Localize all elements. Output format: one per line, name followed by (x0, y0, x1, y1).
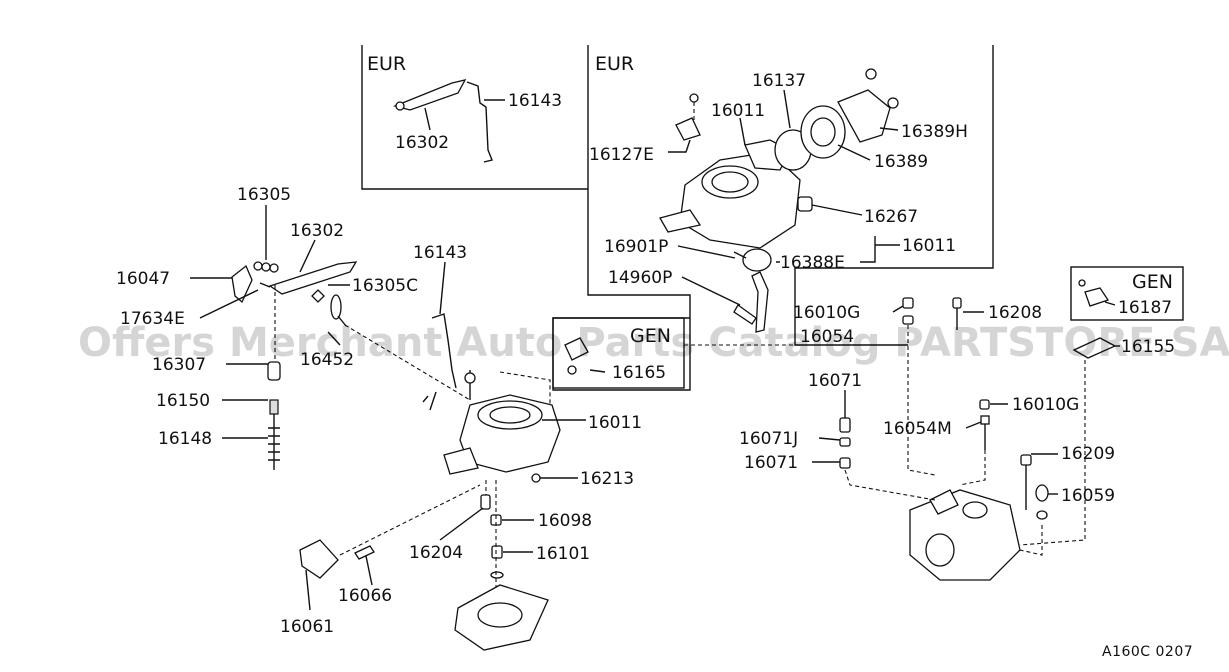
part-label: 16267 (864, 207, 918, 227)
part-label: 16143 (413, 243, 467, 263)
region-frames (361, 45, 1184, 391)
part-label: 16101 (536, 544, 590, 564)
part-label: 16127E (589, 145, 654, 165)
part-labels: 16143 16302 16137 16011 16127E 16389H 16… (116, 71, 1175, 637)
part-label: 16901P (604, 237, 668, 257)
part-label: 16047 (116, 269, 170, 289)
part-label: 16054M (883, 419, 952, 439)
part-label: 16071 (744, 453, 798, 473)
part-label: 16059 (1061, 486, 1115, 506)
part-label: 16305C (352, 276, 418, 296)
part-label: 16150 (156, 391, 210, 411)
parts-artwork (231, 68, 1117, 651)
part-label: 16011 (711, 101, 765, 121)
part-label: 16209 (1061, 444, 1115, 464)
tag-gen-center: GEN (630, 325, 671, 347)
part-label: 16305 (237, 185, 291, 205)
drawing-code: A160C 0207 (1102, 644, 1193, 660)
part-label: 16137 (752, 71, 806, 91)
part-label: 14960P (608, 268, 672, 288)
leader-lines (190, 89, 1120, 611)
region-tags: EUR EUR GEN GEN (367, 53, 1173, 347)
part-label: 16307 (152, 355, 206, 375)
part-label: 16389H (901, 122, 968, 142)
part-label: 16098 (538, 511, 592, 531)
tag-gen-right: GEN (1132, 271, 1173, 293)
part-label: 16143 (508, 91, 562, 111)
watermark: Offers Merchant Auto Parts Catalog PARTS… (78, 320, 1229, 366)
part-label: 16011 (902, 236, 956, 256)
part-label: 16204 (409, 543, 463, 563)
part-label: 17634E (120, 309, 185, 329)
part-label: 16452 (300, 350, 354, 370)
tag-eur-right: EUR (595, 53, 634, 75)
part-label: 16187 (1118, 298, 1172, 318)
part-label: 16389 (874, 152, 928, 172)
part-label: 16010G (1012, 395, 1079, 415)
part-label: 16061 (280, 617, 334, 637)
part-label: 16066 (338, 586, 392, 606)
part-label: 16213 (580, 469, 634, 489)
part-label: 16071J (739, 429, 798, 449)
part-label: 16011 (588, 413, 642, 433)
part-label: 16302 (395, 133, 449, 153)
part-label: 16208 (988, 303, 1042, 323)
part-label: 16165 (612, 363, 666, 383)
part-label: 16071 (808, 371, 862, 391)
part-label: 16010G (793, 303, 860, 323)
tag-eur-left: EUR (367, 53, 406, 75)
part-label: 16302 (290, 221, 344, 241)
part-label: 16148 (158, 429, 212, 449)
part-label: 16388E (780, 253, 845, 273)
part-label: 16054 (800, 327, 854, 347)
part-label: 16155 (1121, 337, 1175, 357)
